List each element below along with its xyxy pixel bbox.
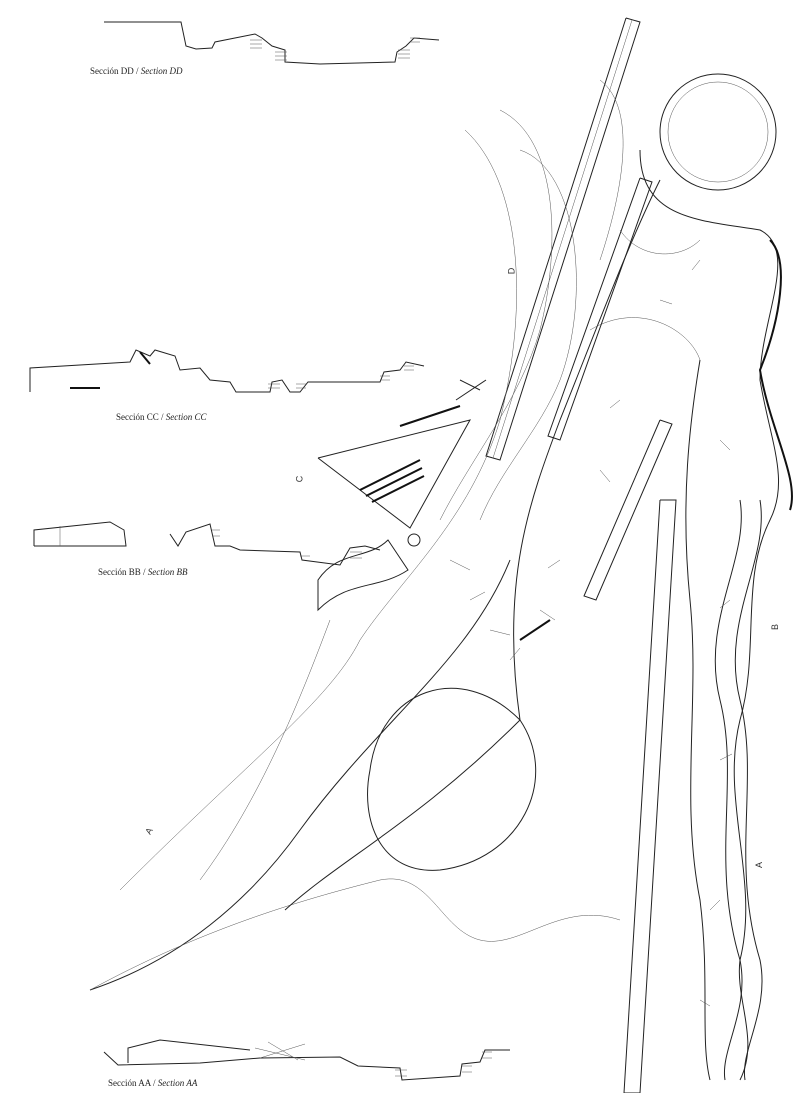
separator: / (150, 1078, 158, 1088)
section-dd-en: Section DD (140, 66, 183, 76)
lagoon (89, 559, 621, 991)
boardwalks (547, 177, 763, 1093)
section-bb-es: Sección BB (98, 567, 141, 577)
section-dd-label: Sección DD / Section DD (90, 66, 183, 76)
section-cc-es: Sección CC (116, 412, 159, 422)
section-bb-en: Section BB (147, 567, 188, 577)
paving-texture (449, 259, 733, 1007)
section-marker-c: C (294, 475, 305, 483)
section-cc-label: Sección CC / Section CC (116, 412, 207, 422)
terrain-contours (119, 79, 624, 891)
section-marker-d: D (506, 267, 517, 275)
section-marker-b: B (770, 623, 781, 631)
separator: / (140, 567, 148, 577)
section-aa-profile (103, 1039, 510, 1081)
section-aa-label: Sección AA / Section AA (108, 1078, 197, 1088)
river-channel (513, 149, 793, 1081)
section-cc-profile (29, 349, 425, 393)
pier-strip (485, 17, 641, 461)
separator: / (158, 412, 166, 422)
section-bb-label: Sección BB / Section BB (98, 567, 188, 577)
section-marker-a-right: A (754, 861, 765, 869)
section-aa-en: Section AA (157, 1078, 198, 1088)
triangular-pavilion (317, 379, 551, 641)
section-aa-es: Sección AA (108, 1078, 151, 1088)
separator: / (133, 66, 141, 76)
section-bb-profile (33, 521, 381, 566)
section-dd-profile (104, 21, 440, 65)
oval-plaza (659, 73, 777, 191)
section-dd-es: Sección DD (90, 66, 134, 76)
section-cc-en: Section CC (165, 412, 207, 422)
